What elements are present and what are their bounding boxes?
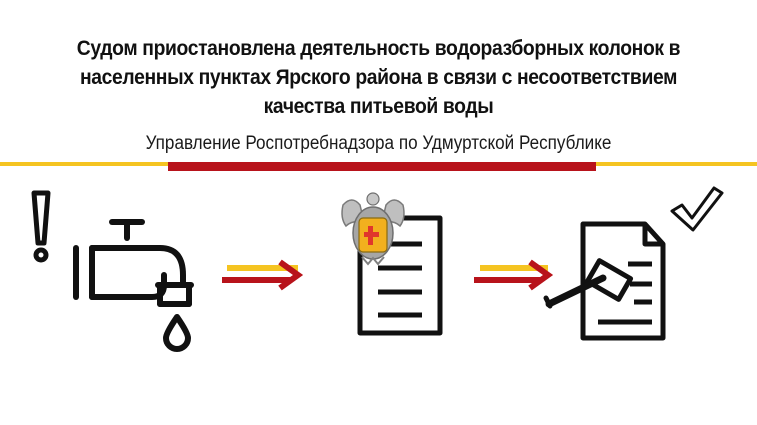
headline: Судом приостановлена деятельность водора… [49, 34, 709, 121]
emblem-icon [341, 192, 405, 266]
document-icon [357, 215, 443, 336]
water-tap-icon [73, 219, 194, 307]
gavel-icon [543, 258, 634, 309]
divider-band [0, 162, 757, 172]
headline-line-3: качества питьевой воды [263, 95, 494, 118]
checkmark-icon [670, 186, 724, 232]
exclamation-icon [31, 190, 51, 263]
headline-line-2: населенных пунктах Ярского района в связ… [80, 66, 677, 89]
source-label: Управление Роспотребнадзора по Удмуртско… [145, 133, 612, 154]
headline-line-1: Судом приостановлена деятельность водора… [76, 37, 681, 60]
arrow-right-icon [222, 259, 304, 291]
divider-red [168, 162, 596, 171]
court-decision-icon [580, 221, 666, 341]
water-drop-icon [163, 314, 191, 352]
arrow-right-icon [474, 259, 554, 291]
